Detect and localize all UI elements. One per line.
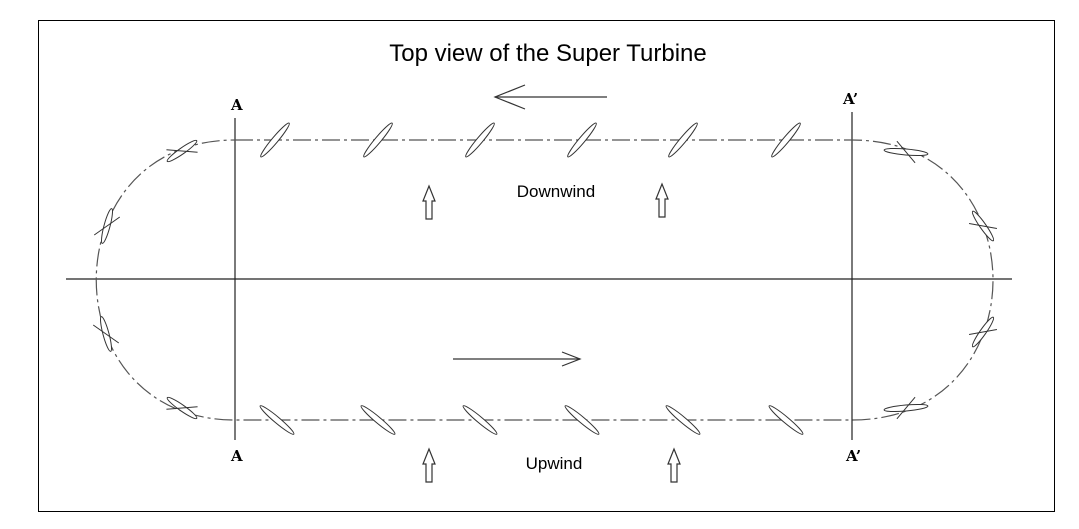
diagram-frame (38, 20, 1055, 512)
section-label-a-prime-bottom: A’ (845, 447, 861, 465)
turbine-blade (360, 405, 396, 435)
turbine-blade (259, 405, 295, 435)
turbine-blade (465, 122, 495, 158)
direction-arrow-right (453, 351, 582, 367)
turbine-blade (883, 140, 929, 164)
turbine-blade (260, 122, 290, 158)
turbine-blade (768, 405, 804, 435)
wind-arrow-up (422, 184, 436, 220)
downwind-label: Downwind (517, 182, 595, 201)
turbine-blade (93, 208, 121, 244)
wind-arrow-up (655, 182, 669, 218)
diagram-title: Top view of the Super Turbine (389, 40, 707, 67)
turbine-blade (92, 316, 120, 352)
turbine-blade (968, 316, 998, 348)
turbine-blade (166, 139, 198, 163)
turbine-blade (771, 122, 801, 158)
turbine-blade (665, 405, 701, 435)
turbine-blade (883, 396, 929, 420)
section-label-a-prime-top: A’ (842, 90, 858, 108)
turbine-blade (166, 396, 198, 420)
turbine-blade (363, 122, 393, 158)
upwind-label: Upwind (526, 454, 583, 473)
wind-arrow-up (422, 447, 436, 483)
turbine-blade (564, 405, 600, 435)
section-label-a-top: A (230, 96, 243, 114)
turbine-blade (668, 122, 698, 158)
section-label-a-bottom: A (230, 447, 243, 465)
wind-arrow-up (667, 447, 681, 483)
direction-arrow-left (493, 84, 607, 110)
turbine-blade (462, 405, 498, 435)
turbine-blade (567, 122, 597, 158)
turbine-blade (968, 210, 998, 242)
